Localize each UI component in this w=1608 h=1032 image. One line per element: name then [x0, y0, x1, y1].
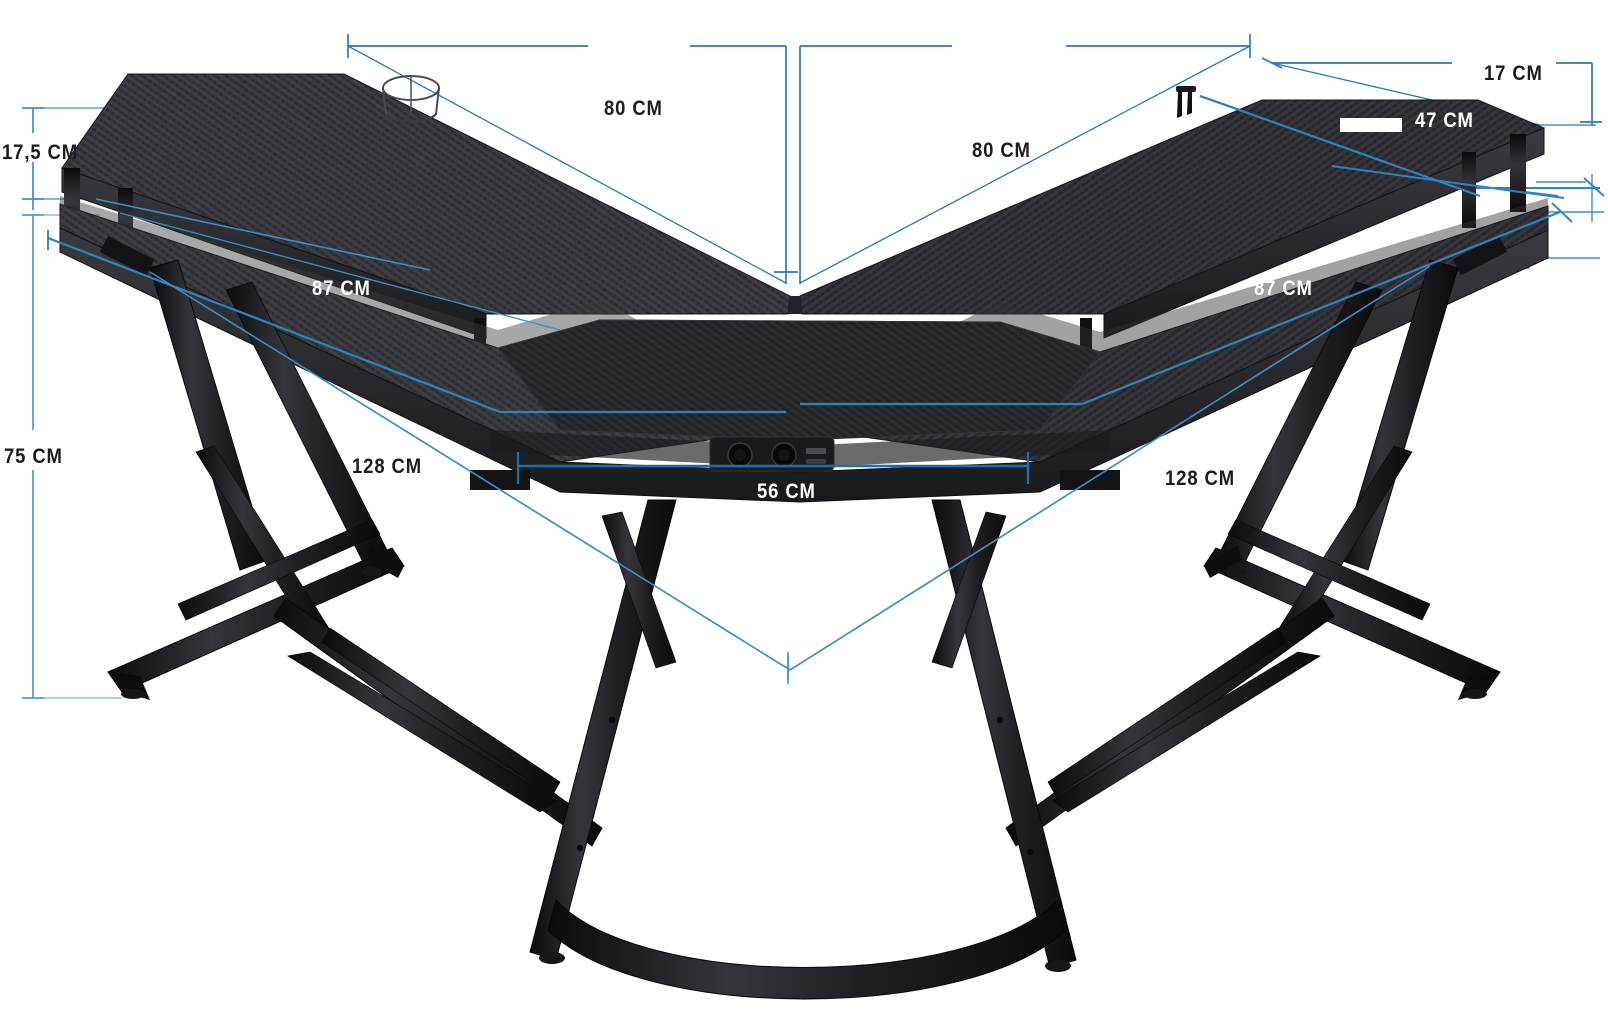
dimline-17cm [1261, 57, 1602, 126]
shelf-support-right [1462, 134, 1526, 228]
power-outlet-strip [709, 436, 835, 472]
leg-frame-right [1005, 259, 1501, 847]
leg-frame-center [529, 499, 1077, 1000]
cup-holder-ring [382, 75, 440, 123]
dimension-label-length-right: 128 CM [1165, 467, 1235, 490]
dimline-80cm-left-leader [347, 45, 787, 284]
dimension-label-shelf-height: 17,5 CM [2, 141, 79, 164]
dimension-label-surface-depth-left: 87 CM [312, 277, 371, 300]
desktop-corner-plate [497, 319, 1101, 441]
dimline-80cm-right-leader [799, 45, 1251, 284]
desk-body [59, 73, 1549, 1000]
dimension-label-corner-width: 56 CM [757, 480, 816, 503]
headphone-hook [1176, 86, 1196, 118]
dimension-label-desk-height: 75 CM [4, 445, 63, 468]
dimension-lines-overlay [47, 94, 1565, 684]
dimline-80cm-right [799, 34, 1251, 284]
dimension-label-shelf-depth-right: 17 CM [1484, 62, 1543, 85]
dimension-label-desktop-depth: 47 CM [1415, 109, 1474, 132]
dimension-label-surface-depth-right: 87 CM [1254, 277, 1313, 300]
dimension-label-length-left: 128 CM [352, 455, 422, 478]
dimension-label-width-left-top: 80 CM [604, 97, 663, 120]
leg-frame-left [107, 259, 603, 847]
dimension-label-width-right-top: 80 CM [972, 139, 1031, 162]
